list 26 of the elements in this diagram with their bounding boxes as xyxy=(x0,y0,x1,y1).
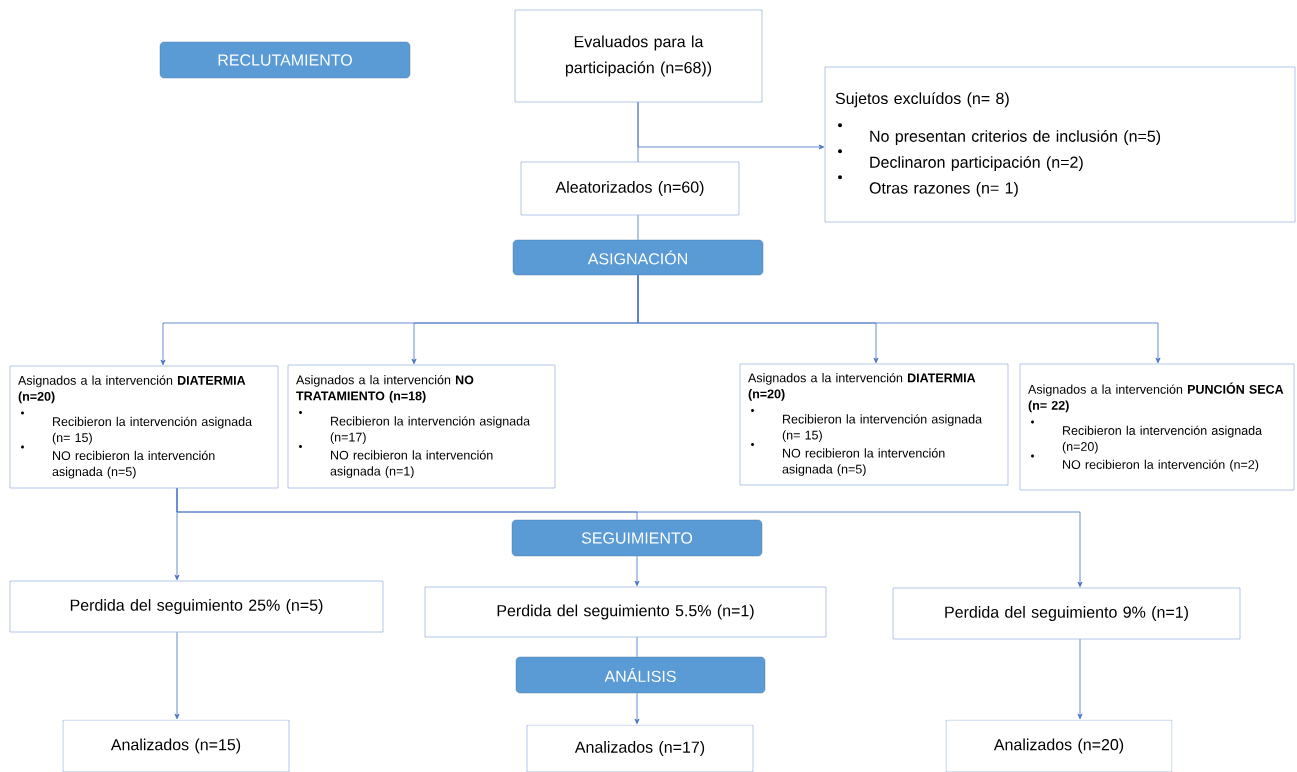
process-box: Analizados (n=17) xyxy=(526,724,754,772)
allocation-box: Asignados a la intervención DIATERMIA (n=20) Recibieron la intervención asignada (n= 15) NO recibieron la intervención asignada (n=5) xyxy=(9,365,279,489)
process-box: Perdida del seguimiento 5.5% (n=1) xyxy=(424,586,827,638)
allocation-box: Asignados a la intervención DIATERMIA (n=20) Recibieron la intervención asignada (n= 15) NO recibieron la intervención asignada (n=5) xyxy=(739,363,1009,486)
allocation-box: Asignados a la intervención NO TRATAMIENTO (n=18) Recibieron la intervención asignada (n=17) NO recibieron la intervención asignada (n=1) xyxy=(287,364,556,489)
process-box: Analizados (n=15) xyxy=(62,719,290,772)
arrow xyxy=(1077,638,1083,720)
connector-line xyxy=(637,214,639,241)
arrow xyxy=(634,692,640,725)
process-box: Analizados (n=20) xyxy=(945,719,1173,772)
stage-banner: ASIGNACIÓN xyxy=(512,239,764,276)
stage-banner: ANÁLISIS xyxy=(515,656,766,694)
arrow xyxy=(637,274,1161,364)
arrow xyxy=(634,555,640,587)
connector-line xyxy=(636,636,638,658)
process-box: Perdida del seguimiento 25% (n=5) xyxy=(9,580,384,633)
stage-banner: RECLUTAMIENTO xyxy=(159,41,411,79)
arrow xyxy=(176,487,1083,588)
arrow xyxy=(174,631,180,720)
stage-banner: SEGUIMIENTO xyxy=(511,519,763,557)
exclusion-box: Sujetos excluídos (n= 8) No presentan criterios de inclusión (n=5) Declinaron participación (n=2) Otras razones (n= 1) xyxy=(824,66,1296,223)
process-box: Aleatorizados (n=60) xyxy=(520,161,740,216)
allocation-box: Asignados a la intervención PUNCIÓN SECA (n= 22) Recibieron la intervención asignada (n=20) NO recibieron la intervención (n=2) xyxy=(1019,363,1295,491)
process-box: Perdida del seguimiento 9% (n=1) xyxy=(892,587,1241,640)
arrow xyxy=(637,101,825,150)
process-box: Evaluados para la participación (n=68)) xyxy=(514,9,763,103)
